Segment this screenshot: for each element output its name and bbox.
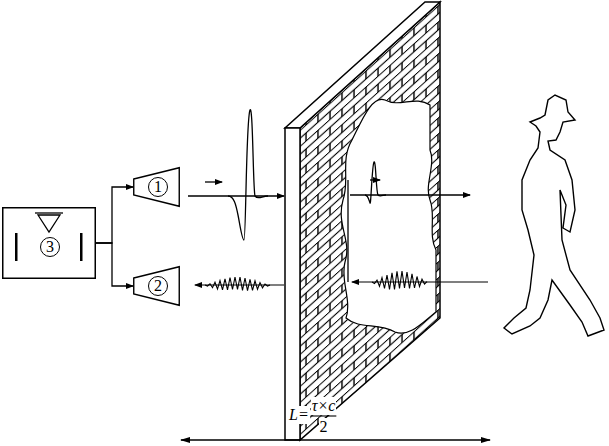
callout-number: 3: [40, 237, 60, 257]
fraction-bar: [311, 415, 337, 416]
brick-wall: [285, 2, 440, 440]
feed-line: [96, 243, 133, 286]
callout-number: 1: [148, 177, 168, 197]
feed-line: [96, 187, 133, 243]
dimension-formula: τ×c: [311, 397, 337, 415]
antenna-horn: 2: [133, 266, 180, 306]
noise-waveform: [205, 271, 427, 291]
dimension-formula: L=: [288, 406, 310, 424]
antenna-horn: 1: [133, 167, 180, 207]
callout-number: 2: [148, 276, 168, 296]
transmitted-pulse: [188, 110, 470, 282]
dimension-line: [181, 439, 490, 440]
person-silhouette: [504, 95, 604, 336]
dimension-formula: 2: [319, 418, 329, 436]
radar-unit-box: 3: [2, 207, 96, 279]
